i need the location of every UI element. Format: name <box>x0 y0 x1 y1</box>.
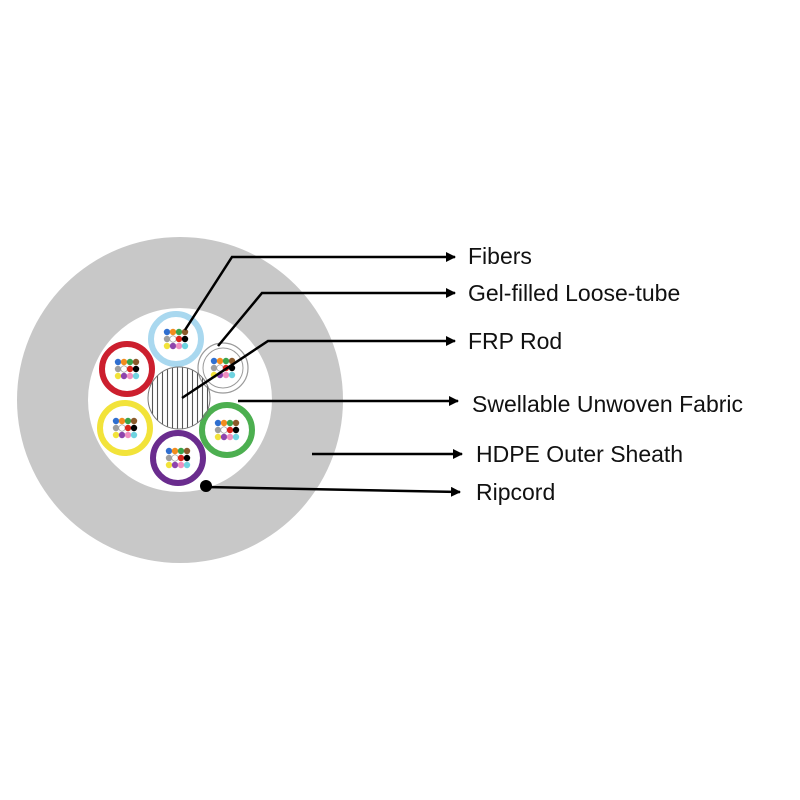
fiber <box>181 328 189 336</box>
labels: Fibers Gel-filled Loose-tube FRP Rod Swe… <box>468 243 743 505</box>
loose-tube-blue <box>148 311 204 367</box>
leader-loose-tube <box>217 288 456 347</box>
fiber <box>114 365 122 373</box>
fiber <box>120 365 128 373</box>
fiber <box>132 372 140 380</box>
leader-ripcord <box>205 485 461 497</box>
fiber <box>171 461 179 469</box>
fiber <box>171 454 179 462</box>
fiber <box>124 417 132 425</box>
fiber <box>165 447 173 455</box>
loose-tube-red <box>99 341 155 397</box>
fiber <box>177 461 185 469</box>
fiber <box>228 371 236 379</box>
fiber <box>210 357 218 365</box>
fiber <box>120 358 128 366</box>
fiber <box>222 371 230 379</box>
leader-frp-rod <box>181 336 456 400</box>
label-fibers: Fibers <box>468 243 532 269</box>
fiber <box>165 461 173 469</box>
fiber <box>132 365 140 373</box>
fiber <box>210 364 218 372</box>
label-loose-tube: Gel-filled Loose-tube <box>468 280 680 306</box>
fiber <box>171 447 179 455</box>
label-frp-rod: FRP Rod <box>468 328 562 354</box>
fiber <box>175 328 183 336</box>
fiber <box>112 431 120 439</box>
fiber <box>177 447 185 455</box>
fiber <box>214 419 222 427</box>
fiber <box>220 419 228 427</box>
label-ripcord: Ripcord <box>476 479 555 505</box>
fiber <box>163 342 171 350</box>
fiber <box>118 431 126 439</box>
fiber <box>177 454 185 462</box>
loose-tube-yellow <box>97 400 153 456</box>
fiber <box>124 431 132 439</box>
fiber <box>183 461 191 469</box>
leader-lines <box>181 252 463 497</box>
fiber <box>183 454 191 462</box>
fiber <box>126 358 134 366</box>
loose-tube-purple <box>150 430 206 486</box>
label-sheath: HDPE Outer Sheath <box>476 441 683 467</box>
fiber <box>130 431 138 439</box>
fiber <box>232 419 240 427</box>
fiber <box>163 335 171 343</box>
fiber <box>175 342 183 350</box>
fiber <box>114 372 122 380</box>
loose-tube-green <box>199 402 255 458</box>
fiber <box>169 335 177 343</box>
frp-rod <box>147 366 211 430</box>
fiber <box>118 417 126 425</box>
fiber <box>175 335 183 343</box>
fiber <box>132 358 140 366</box>
label-fabric: Swellable Unwoven Fabric <box>472 391 743 417</box>
fiber <box>112 417 120 425</box>
fiber <box>226 426 234 434</box>
fiber <box>181 342 189 350</box>
fiber <box>169 342 177 350</box>
fiber <box>226 433 234 441</box>
fiber <box>118 424 126 432</box>
fiber <box>126 365 134 373</box>
fiber <box>226 419 234 427</box>
fiber <box>124 424 132 432</box>
leader-fibers <box>183 252 456 331</box>
fiber <box>169 328 177 336</box>
fiber <box>130 417 138 425</box>
fiber <box>214 433 222 441</box>
fiber <box>220 433 228 441</box>
fiber <box>220 426 228 434</box>
fiber <box>120 372 128 380</box>
fiber <box>126 372 134 380</box>
fiber <box>130 424 138 432</box>
fiber <box>183 447 191 455</box>
fiber <box>165 454 173 462</box>
fiber <box>232 433 240 441</box>
fiber <box>112 424 120 432</box>
fiber <box>232 426 240 434</box>
fiber <box>222 357 230 365</box>
fiber <box>181 335 189 343</box>
fiber <box>163 328 171 336</box>
fiber <box>114 358 122 366</box>
ripcord-dot <box>200 480 212 492</box>
fiber <box>214 426 222 434</box>
fiber <box>216 357 224 365</box>
